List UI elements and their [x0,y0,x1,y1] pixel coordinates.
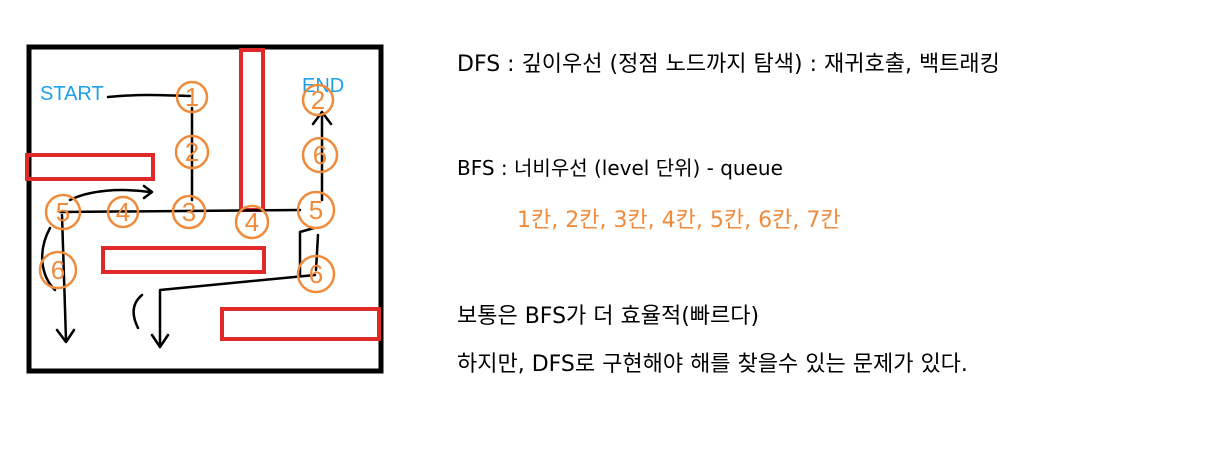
step-number: 6 [51,255,65,285]
step-number: 1 [185,82,199,112]
dfs-description: DFS : 깊이우선 (정점 노드까지 탐색) : 재귀호출, 백트래킹 [457,52,1000,77]
wall-vertical [239,48,265,212]
wall-left [25,153,155,181]
step-number: 2 [311,85,325,115]
path-bottom [158,273,317,347]
arrowhead-down-mid [150,333,170,349]
conclusion-line-2: 하지만, DFS로 구현해야 해를 찾을수 있는 문제가 있다. [457,352,968,377]
conclusion-line-1: 보통은 BFS가 더 효율적(빠르다) [457,304,760,329]
bfs-description: BFS : 너비우선 (level 단위) - queue [457,156,783,180]
path-horizontal [58,208,302,214]
path-up-to-5 [298,226,316,277]
wall-middle [101,246,266,274]
bfs-levels: 1칸, 2칸, 3칸, 4칸, 5칸, 6칸, 7칸 [517,208,841,233]
arrowhead-down-left [55,328,76,344]
step-number: 6 [309,259,323,289]
step-number: 2 [185,137,199,167]
path-small-curve [132,293,144,330]
step-number: 6 [313,140,327,170]
step-number: 5 [309,195,323,225]
wall-bottom-right [220,307,381,341]
maze-diagram: START END 1 2 3 4 5 6 4 5 [25,44,384,374]
step-number: 4 [245,207,259,237]
arrowhead-right [142,184,154,200]
path-curve-upper-left [68,188,152,202]
step-number: 3 [182,197,196,227]
path-start-to-1 [106,93,192,99]
step-number: 5 [56,197,70,227]
path-down-left [60,213,68,342]
start-label: START [40,83,104,105]
path-6-to-5 [314,233,320,272]
path-strokes [40,93,333,349]
number-markers: 1 2 3 4 5 6 4 5 6 6 2 [38,80,339,294]
arrowhead-up [311,110,333,126]
step-number: 4 [116,197,130,227]
maze-border [26,44,384,374]
